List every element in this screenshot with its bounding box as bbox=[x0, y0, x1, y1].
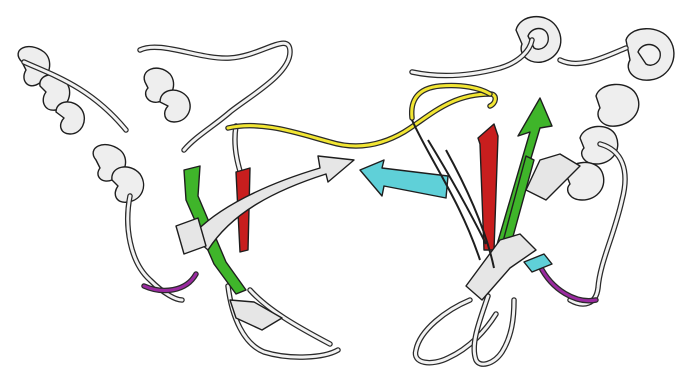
left-helix-top bbox=[18, 47, 126, 134]
left-helix-top-turn-3 bbox=[56, 102, 84, 134]
right-helix-turn-3 bbox=[596, 84, 639, 126]
left-coil-down-loop-inner bbox=[128, 196, 182, 300]
right-strand-cyan-small bbox=[524, 254, 552, 272]
right-purple-loop bbox=[540, 266, 596, 301]
left-helix-lower bbox=[93, 145, 143, 203]
right-strand-red bbox=[478, 124, 498, 250]
right-coil-top-inner bbox=[412, 40, 532, 75]
linker-yellow-fill bbox=[228, 94, 495, 146]
left-helix-upper-turn-2 bbox=[160, 90, 190, 122]
right-helix-group bbox=[566, 29, 674, 200]
right-coil-top bbox=[412, 40, 532, 75]
right-coil-bottom-loop-2 bbox=[474, 296, 514, 364]
left-helix-upper bbox=[144, 68, 190, 122]
center-strand-cyan bbox=[360, 160, 448, 198]
center-linker-yellow bbox=[228, 85, 495, 146]
left-strand-white-long bbox=[192, 156, 354, 250]
right-strand-white-lower bbox=[466, 234, 536, 300]
